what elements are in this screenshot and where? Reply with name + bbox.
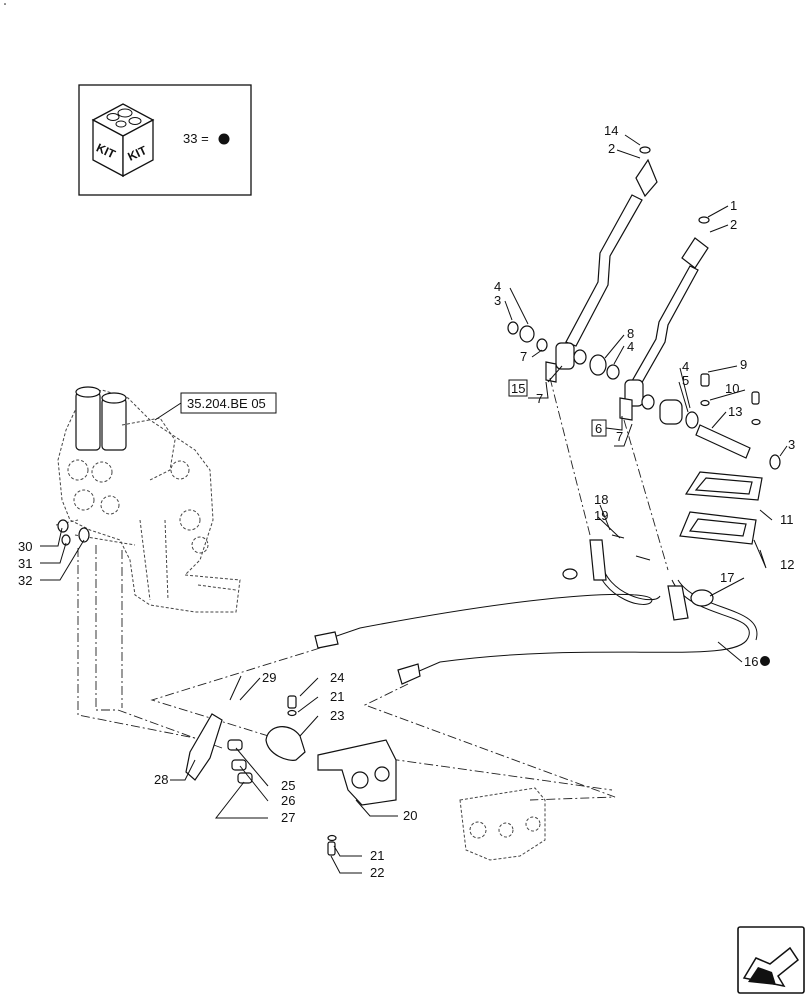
auxiliary-valve (459, 787, 546, 861)
callout-23: 23 (330, 708, 344, 723)
reference-box: 35.204.BE 05 (154, 392, 277, 421)
control-cables (314, 534, 758, 685)
callout-20: 20 (403, 808, 417, 823)
callout-18: 18 (594, 492, 608, 507)
callout-28: 28 (154, 772, 168, 787)
callout-29: 29 (262, 670, 276, 685)
pivot-parts (507, 321, 781, 470)
reference-box-label: 35.204.BE 05 (187, 396, 266, 411)
callout-17: 17 (720, 570, 734, 585)
callout-4c: 4 (682, 359, 689, 374)
callout-7b: 7 (536, 391, 543, 406)
callout-4a: 4 (494, 279, 501, 294)
callout-26: 26 (281, 793, 295, 808)
kit-box-icon: KIT KIT (91, 103, 155, 178)
callout-13: 13 (728, 404, 742, 419)
washers-30-32 (57, 519, 90, 546)
callout-1: 1 (730, 198, 737, 213)
gasket-plates (679, 471, 763, 545)
callout-21b: 21 (370, 848, 384, 863)
callout-labels: 14 2 1 2 4 3 7 8 4 7 9 4 5 10 13 7 3 11 … (18, 123, 795, 880)
callout-22: 22 (370, 865, 384, 880)
callout-leaders (40, 134, 788, 874)
kit-dot-symbol (218, 133, 230, 145)
callout-7a: 7 (520, 349, 527, 364)
kit-legend: KIT KIT 33 = (78, 84, 252, 196)
callout-25: 25 (281, 778, 295, 793)
callout-7c: 7 (616, 429, 623, 444)
control-levers (545, 146, 710, 421)
callout-4b: 4 (627, 339, 634, 354)
callout-32: 32 (18, 573, 32, 588)
boxed-ref-6-label: 6 (595, 421, 602, 436)
callout-12: 12 (780, 557, 794, 572)
callout-19: 19 (594, 508, 608, 523)
boxed-ref-15-label: 15 (511, 381, 525, 396)
callout-8: 8 (627, 326, 634, 341)
corner-mark (4, 3, 6, 5)
callout-3a: 3 (494, 293, 501, 308)
callout-2a: 2 (608, 141, 615, 156)
mounting-bracket-assembly (185, 675, 397, 856)
kit-legend-label: 33 = (183, 131, 209, 146)
callout-5: 5 (682, 373, 689, 388)
callout-16: 16 (744, 654, 758, 669)
next-page-arrow-icon[interactable] (737, 926, 805, 994)
callout-10: 10 (725, 381, 739, 396)
callout-11: 11 (780, 512, 794, 527)
boxed-reference-15: 15 (508, 379, 528, 397)
callout-2b: 2 (730, 217, 737, 232)
kit-dot-16 (760, 656, 770, 666)
callout-30: 30 (18, 539, 32, 554)
callout-3b: 3 (788, 437, 795, 452)
callout-27: 27 (281, 810, 295, 825)
boxed-reference-6: 6 (591, 419, 607, 437)
callout-9: 9 (740, 357, 747, 372)
alignment-lines (77, 377, 669, 801)
control-valve-assembly (55, 386, 241, 613)
callout-24: 24 (330, 670, 344, 685)
callout-21a: 21 (330, 689, 344, 704)
callout-14: 14 (604, 123, 618, 138)
callout-31: 31 (18, 556, 32, 571)
